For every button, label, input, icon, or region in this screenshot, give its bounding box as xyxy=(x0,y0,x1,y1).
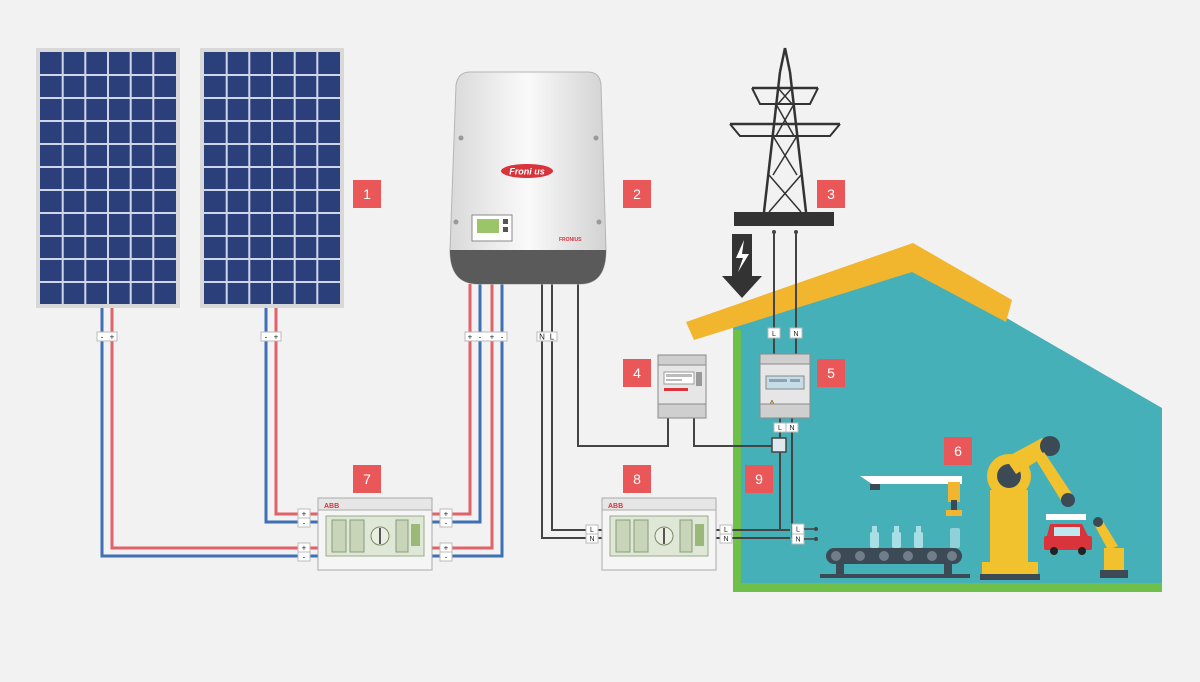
meter5-l: L xyxy=(778,425,782,432)
box8-right-term: L xyxy=(724,527,728,534)
house-floor xyxy=(733,583,1162,592)
box8-terminals: L N L N xyxy=(585,524,733,544)
badge-7-label: 7 xyxy=(363,471,371,487)
box7-terminals: + - + - + - + - xyxy=(297,508,453,562)
wire-panel1-negative xyxy=(100,308,318,558)
inv-dc2-minus: - xyxy=(501,333,504,342)
inv-dc1-plus: + xyxy=(468,333,473,342)
wire-inverter-l xyxy=(551,284,602,531)
house-term-n: N xyxy=(795,537,800,544)
house-wall xyxy=(733,258,1162,590)
badge-9-label: 9 xyxy=(755,471,763,487)
box8-left-term: N xyxy=(589,536,594,543)
wire-panel2-positive xyxy=(274,308,318,516)
panel1-minus: - xyxy=(101,333,104,342)
badge-8-label: 8 xyxy=(633,471,641,487)
robot-arm-large xyxy=(980,436,1075,580)
badge-4-label: 4 xyxy=(633,365,641,381)
fronius-logo-badge xyxy=(501,164,553,178)
house-terminals: L N xyxy=(791,523,818,545)
meter-4 xyxy=(657,354,707,419)
badge-8 xyxy=(623,465,651,493)
box7-left-term: + xyxy=(302,510,307,519)
inv-dc1-minus: - xyxy=(479,333,482,342)
solar-panel-2 xyxy=(200,48,344,308)
badge-9 xyxy=(745,465,773,493)
tower-base xyxy=(734,212,834,226)
badge-5-label: 5 xyxy=(827,365,835,381)
badge-4 xyxy=(623,359,651,387)
badge-7 xyxy=(353,465,381,493)
badge-2 xyxy=(623,180,651,208)
lightning-bolt-icon xyxy=(722,234,762,298)
box7-right-term: - xyxy=(445,519,448,528)
meter5-n: N xyxy=(789,425,794,432)
house-floor-left xyxy=(733,330,741,592)
transmission-tower xyxy=(729,47,841,213)
badge-6-label: 6 xyxy=(954,443,962,459)
combiner-box-7: ABB xyxy=(317,497,433,571)
box7-right-term: + xyxy=(444,510,449,519)
badge-5 xyxy=(817,359,845,387)
wire-inv-dc1-negative xyxy=(432,284,482,524)
grid-n: N xyxy=(793,331,798,338)
panel2-minus: - xyxy=(265,333,268,342)
panel-terminals: - + - + xyxy=(96,331,282,342)
badge-6 xyxy=(944,437,972,465)
solar-panel-1 xyxy=(36,48,180,308)
dc-wiring xyxy=(100,284,504,558)
box8-left-term: L xyxy=(590,527,594,534)
grid-terminals: L N L N xyxy=(767,327,803,433)
filling-arm xyxy=(860,476,962,516)
conveyor-belt xyxy=(820,548,970,578)
robot-arm-small xyxy=(1093,517,1128,578)
box8-right-term: N xyxy=(723,536,728,543)
box7-left-term: - xyxy=(303,519,306,528)
box7-left-term: - xyxy=(303,553,306,562)
inv-ac-n: N xyxy=(539,333,545,342)
inverter-logo: Froni us xyxy=(509,167,545,177)
wire-inv-dc2-positive xyxy=(432,284,494,550)
wire-inv-dc1-positive xyxy=(432,284,472,516)
robot-car xyxy=(1044,514,1092,555)
inv-dc2-plus: + xyxy=(490,333,495,342)
box7-brand: ABB xyxy=(324,503,339,510)
inv-ac-l: L xyxy=(550,333,555,342)
meter-5 xyxy=(759,353,811,419)
factory-building xyxy=(686,243,1162,592)
box7-right-term: - xyxy=(445,553,448,562)
badge-2-label: 2 xyxy=(633,186,641,202)
box7-right-term: + xyxy=(444,544,449,553)
panel1-plus: + xyxy=(110,333,115,342)
wire-inverter-meter4 xyxy=(577,284,669,447)
badge-1-label: 1 xyxy=(363,186,371,202)
house-roof xyxy=(686,243,1012,340)
grid-l: L xyxy=(772,331,776,338)
badge-1 xyxy=(353,180,381,208)
inverter-brand: FRONIUS xyxy=(559,237,582,243)
inverter: Froni us FRONIUS xyxy=(449,71,607,285)
wire-inverter-n xyxy=(541,284,602,539)
panel2-plus: + xyxy=(274,333,279,342)
ac-box-8: ABB xyxy=(601,497,717,571)
inverter-terminals: + - + - N L xyxy=(464,331,558,342)
wire-panel1-positive xyxy=(110,308,318,550)
box7-left-term: + xyxy=(302,544,307,553)
badge-3 xyxy=(817,180,845,208)
wire-meter4-monitor xyxy=(693,418,778,447)
bottles xyxy=(870,526,960,548)
badge-3-label: 3 xyxy=(827,186,835,202)
number-badges: 1 2 3 4 5 6 7 8 9 xyxy=(353,180,972,493)
wire-inv-dc2-negative xyxy=(432,284,504,558)
box8-brand: ABB xyxy=(608,503,623,510)
current-sensor-9 xyxy=(771,437,787,453)
house-term-l: L xyxy=(796,527,800,534)
